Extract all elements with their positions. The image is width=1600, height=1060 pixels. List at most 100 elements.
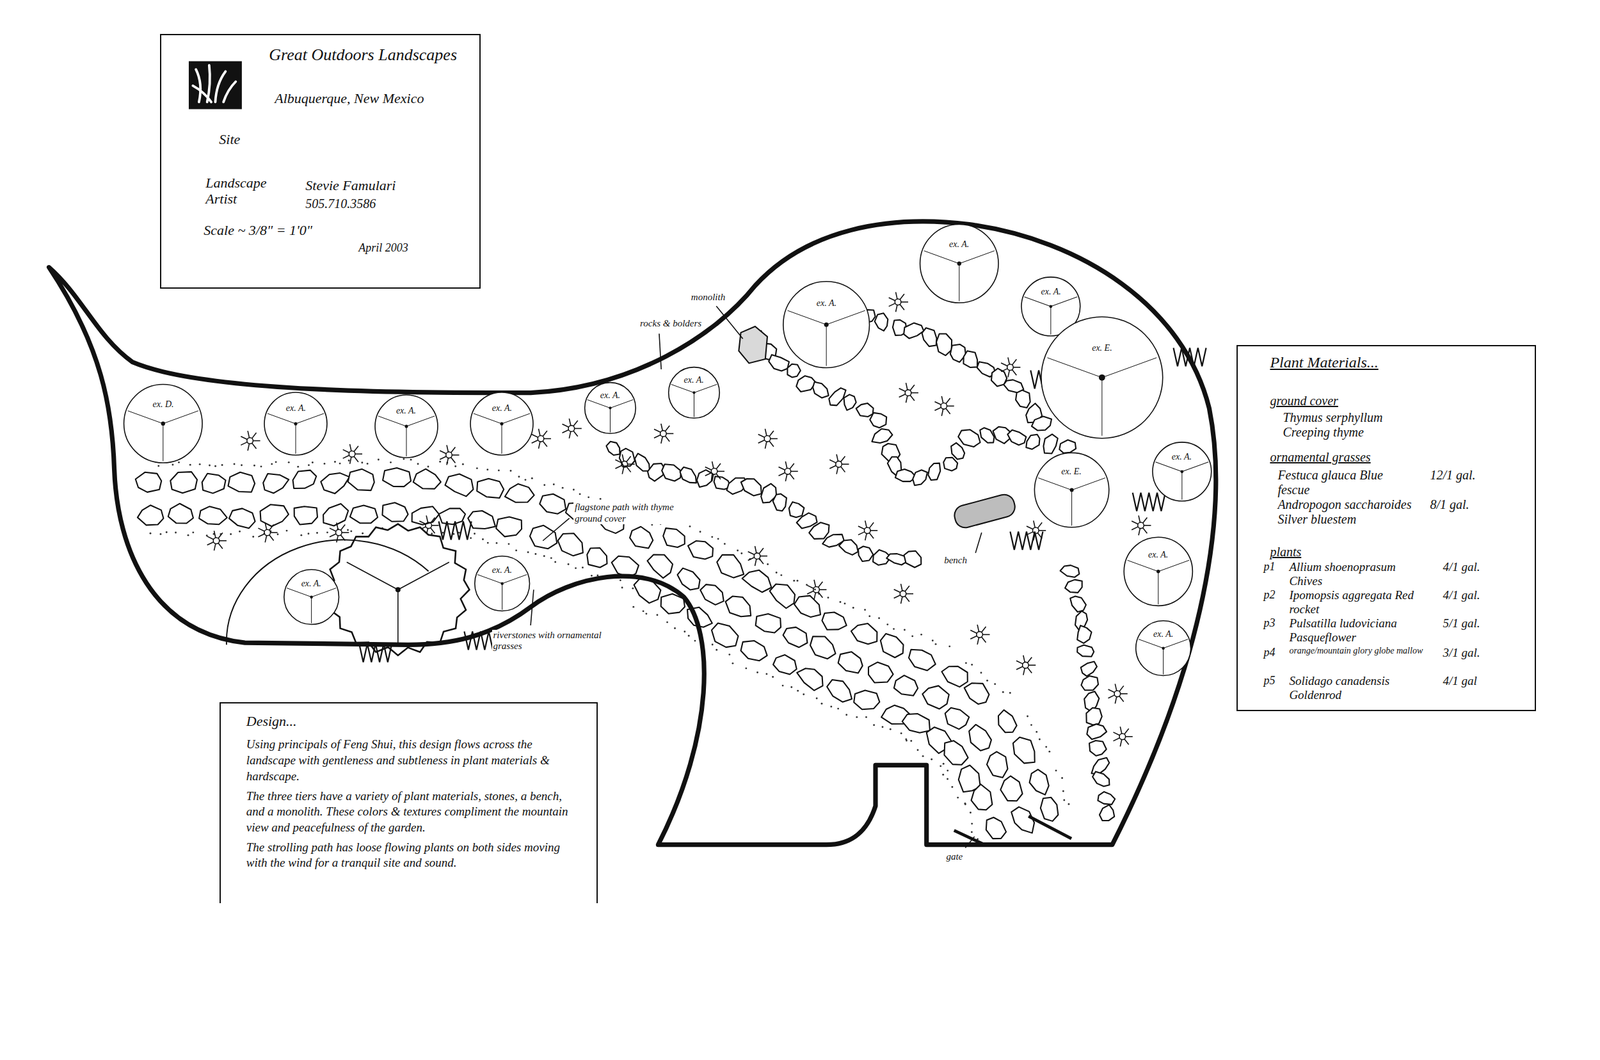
list-text: Landscape Artist	[205, 174, 283, 208]
plant-leaf	[350, 444, 352, 452]
flagstone	[868, 662, 894, 683]
thyme-dot	[189, 464, 192, 466]
plant-leaf	[1131, 520, 1138, 525]
plant-leaf	[829, 465, 836, 469]
callout-label: flagstone path with thyme ground cover	[573, 501, 688, 525]
flagstone	[677, 568, 701, 591]
tree-branch	[501, 574, 527, 584]
thyme-dot	[715, 648, 718, 651]
tree-circle	[124, 384, 203, 463]
thyme-dot	[802, 693, 805, 696]
flagstone	[413, 469, 441, 489]
tree-outline	[1134, 619, 1192, 677]
thyme-dot	[174, 531, 177, 534]
plant-leaf	[894, 595, 901, 599]
list-text: Thymus serphyllum Creeping thyme	[1282, 410, 1430, 440]
flagstone	[467, 510, 496, 529]
thyme-dot	[796, 689, 799, 692]
flagstone	[700, 584, 724, 605]
tree-branch	[693, 392, 695, 418]
logo-square	[188, 61, 242, 110]
shrub-branch	[397, 589, 399, 645]
shrub-canopy	[326, 524, 470, 656]
tree-label: ex. A.	[583, 390, 637, 401]
tree-outline	[1032, 451, 1111, 529]
plant-symbol	[207, 530, 227, 551]
plant-leaf	[1028, 664, 1036, 666]
plant-leaf	[829, 459, 836, 463]
tree-trunk	[608, 407, 612, 410]
thyme-dot	[524, 478, 527, 481]
plant-symbol	[829, 454, 849, 475]
plant-leaf	[1000, 362, 1008, 367]
plant-leaf	[716, 473, 721, 480]
thyme-dot	[469, 536, 472, 539]
thyme-dot	[572, 488, 575, 491]
plant-leaf	[899, 293, 905, 300]
plant-leaf	[538, 441, 541, 449]
plant-leaf	[858, 526, 865, 530]
tree-branch	[1071, 489, 1072, 526]
thyme-dot	[574, 567, 577, 569]
plant-center	[835, 460, 843, 468]
plant-leaf	[977, 624, 979, 632]
thyme-dot	[550, 556, 553, 559]
design-note: The three tiers have a variety of plant …	[246, 788, 577, 836]
boulder	[903, 551, 921, 568]
plant-leaf	[1000, 368, 1008, 372]
thyme-dot	[160, 533, 162, 536]
thyme-dot	[930, 758, 933, 761]
tree-trunk	[1161, 646, 1165, 649]
flagstone	[838, 651, 863, 673]
plant-center	[1137, 522, 1145, 529]
thyme-dot	[765, 672, 768, 675]
plant-leaf	[910, 394, 915, 401]
boulder	[903, 323, 924, 339]
thyme-dot	[442, 531, 445, 534]
boulder	[661, 464, 681, 481]
thyme-dot	[969, 811, 972, 814]
tree-branch	[587, 400, 611, 409]
tree-branch	[267, 413, 296, 424]
flagstone	[439, 508, 466, 525]
plant-leaf	[705, 472, 712, 476]
tree-branch	[1127, 560, 1158, 572]
thyme-dot	[300, 534, 303, 537]
plant-symbol	[705, 461, 725, 482]
thyme-dot	[689, 525, 692, 528]
thyme-dot	[515, 549, 518, 552]
flagstone	[826, 679, 852, 703]
tree-label: ex. A.	[263, 403, 329, 414]
boulder	[808, 522, 829, 539]
thyme-dot	[360, 461, 363, 464]
plant-leaf	[814, 579, 816, 587]
flagstone	[412, 506, 440, 525]
plant-leaf	[573, 430, 578, 437]
plant-leaf	[257, 533, 265, 537]
plant-leaf	[894, 589, 901, 593]
plant-center	[568, 425, 575, 432]
thyme-dot	[430, 532, 433, 535]
list-text: Scale ~ 3/8" = 1'0"	[203, 222, 313, 239]
tree-trunk	[956, 261, 961, 265]
plant-leaf	[904, 585, 910, 592]
plant-leaf	[654, 429, 661, 433]
plant-leaf	[341, 531, 349, 534]
tree-canopy: ex. A.	[282, 568, 340, 626]
boulder	[789, 501, 805, 518]
thyme-dot	[920, 633, 923, 636]
tree-canopy: ex. D.	[122, 382, 205, 465]
plant-leaf	[1008, 369, 1010, 377]
plant-leaf	[336, 535, 338, 543]
plant-leaf	[544, 438, 552, 440]
thyme-dot	[865, 716, 868, 719]
thyme-dot	[904, 737, 907, 740]
tree-circle	[283, 569, 339, 625]
tree-trunk	[1156, 569, 1161, 574]
flagstone	[504, 483, 535, 503]
thyme-dot	[307, 532, 310, 535]
list-text: p1	[1263, 560, 1275, 574]
boulder	[680, 467, 697, 484]
plant-leaf	[759, 547, 764, 554]
thyme-dot	[1062, 790, 1065, 793]
